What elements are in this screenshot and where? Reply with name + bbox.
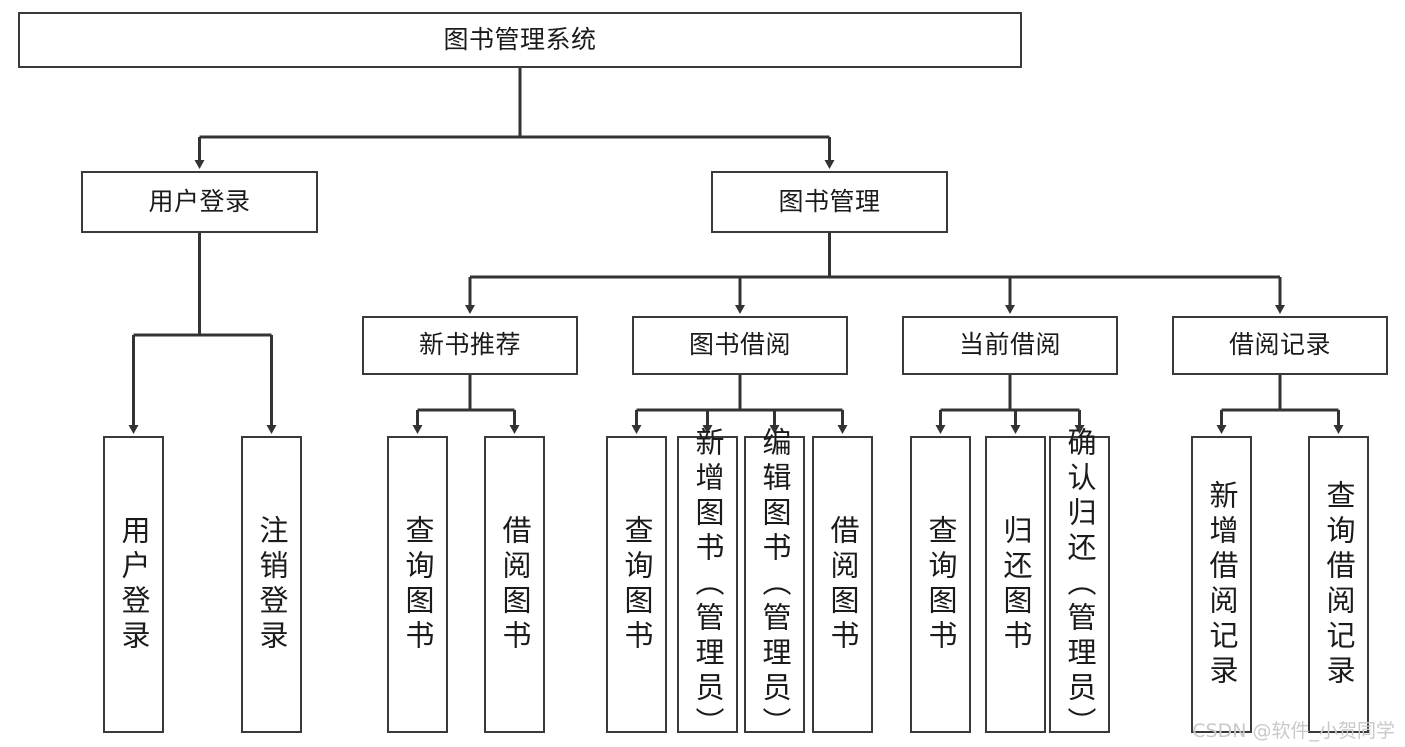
node-leaf-query-book-rec[interactable]: 查询图书 <box>387 436 448 733</box>
node-new-book-rec[interactable]: 新书推荐 <box>362 316 578 375</box>
node-leaf-confirm-return-label: 确认归还（管理员） <box>1063 427 1097 742</box>
node-book-manage-label: 图书管理 <box>778 186 881 216</box>
node-leaf-query-book-cb-label: 查询图书 <box>924 514 958 655</box>
node-book-borrow[interactable]: 图书借阅 <box>632 316 848 375</box>
node-borrow-record-label: 借阅记录 <box>1228 330 1331 360</box>
node-leaf-query-book-cb[interactable]: 查询图书 <box>910 436 971 733</box>
node-root-label: 图书管理系统 <box>443 24 597 54</box>
node-leaf-edit-book-label: 编辑图书（管理员） <box>758 427 792 742</box>
node-leaf-edit-book[interactable]: 编辑图书（管理员） <box>744 427 805 742</box>
node-leaf-return-book-label: 归还图书 <box>999 514 1033 655</box>
node-root[interactable]: 图书管理系统 <box>18 12 1022 68</box>
node-book-manage[interactable]: 图书管理 <box>711 171 948 233</box>
node-leaf-query-record[interactable]: 查询借阅记录 <box>1308 436 1369 733</box>
node-user-login[interactable]: 用户登录 <box>81 171 318 233</box>
node-leaf-add-record-label: 新增借阅记录 <box>1205 479 1239 690</box>
node-leaf-user-logout[interactable]: 注销登录 <box>241 436 302 733</box>
node-new-book-rec-label: 新书推荐 <box>418 330 521 360</box>
node-leaf-query-book-br[interactable]: 查询图书 <box>606 436 667 733</box>
node-leaf-user-login-label: 用户登录 <box>117 514 151 655</box>
node-leaf-return-book[interactable]: 归还图书 <box>985 436 1046 733</box>
node-book-borrow-label: 图书借阅 <box>688 330 791 360</box>
node-leaf-borrow-book-br[interactable]: 借阅图书 <box>812 436 873 733</box>
node-leaf-add-book-label: 新增图书（管理员） <box>691 427 725 742</box>
csdn-watermark: CSDN @软件_小贺同学 <box>1192 720 1395 742</box>
node-current-borrow[interactable]: 当前借阅 <box>902 316 1118 375</box>
node-leaf-user-logout-label: 注销登录 <box>255 514 289 655</box>
node-leaf-borrow-book-br-label: 借阅图书 <box>826 514 860 655</box>
node-leaf-borrow-book-rec[interactable]: 借阅图书 <box>484 436 545 733</box>
node-leaf-add-record[interactable]: 新增借阅记录 <box>1191 436 1252 733</box>
node-leaf-query-book-rec-label: 查询图书 <box>401 514 435 655</box>
node-leaf-add-book[interactable]: 新增图书（管理员） <box>677 427 738 742</box>
node-leaf-query-book-br-label: 查询图书 <box>620 514 654 655</box>
node-leaf-user-login[interactable]: 用户登录 <box>103 436 164 733</box>
node-leaf-confirm-return[interactable]: 确认归还（管理员） <box>1049 427 1110 742</box>
node-current-borrow-label: 当前借阅 <box>958 330 1061 360</box>
node-user-login-label: 用户登录 <box>148 186 251 216</box>
node-leaf-borrow-book-rec-label: 借阅图书 <box>498 514 532 655</box>
node-borrow-record[interactable]: 借阅记录 <box>1172 316 1388 375</box>
node-leaf-query-record-label: 查询借阅记录 <box>1322 479 1356 690</box>
